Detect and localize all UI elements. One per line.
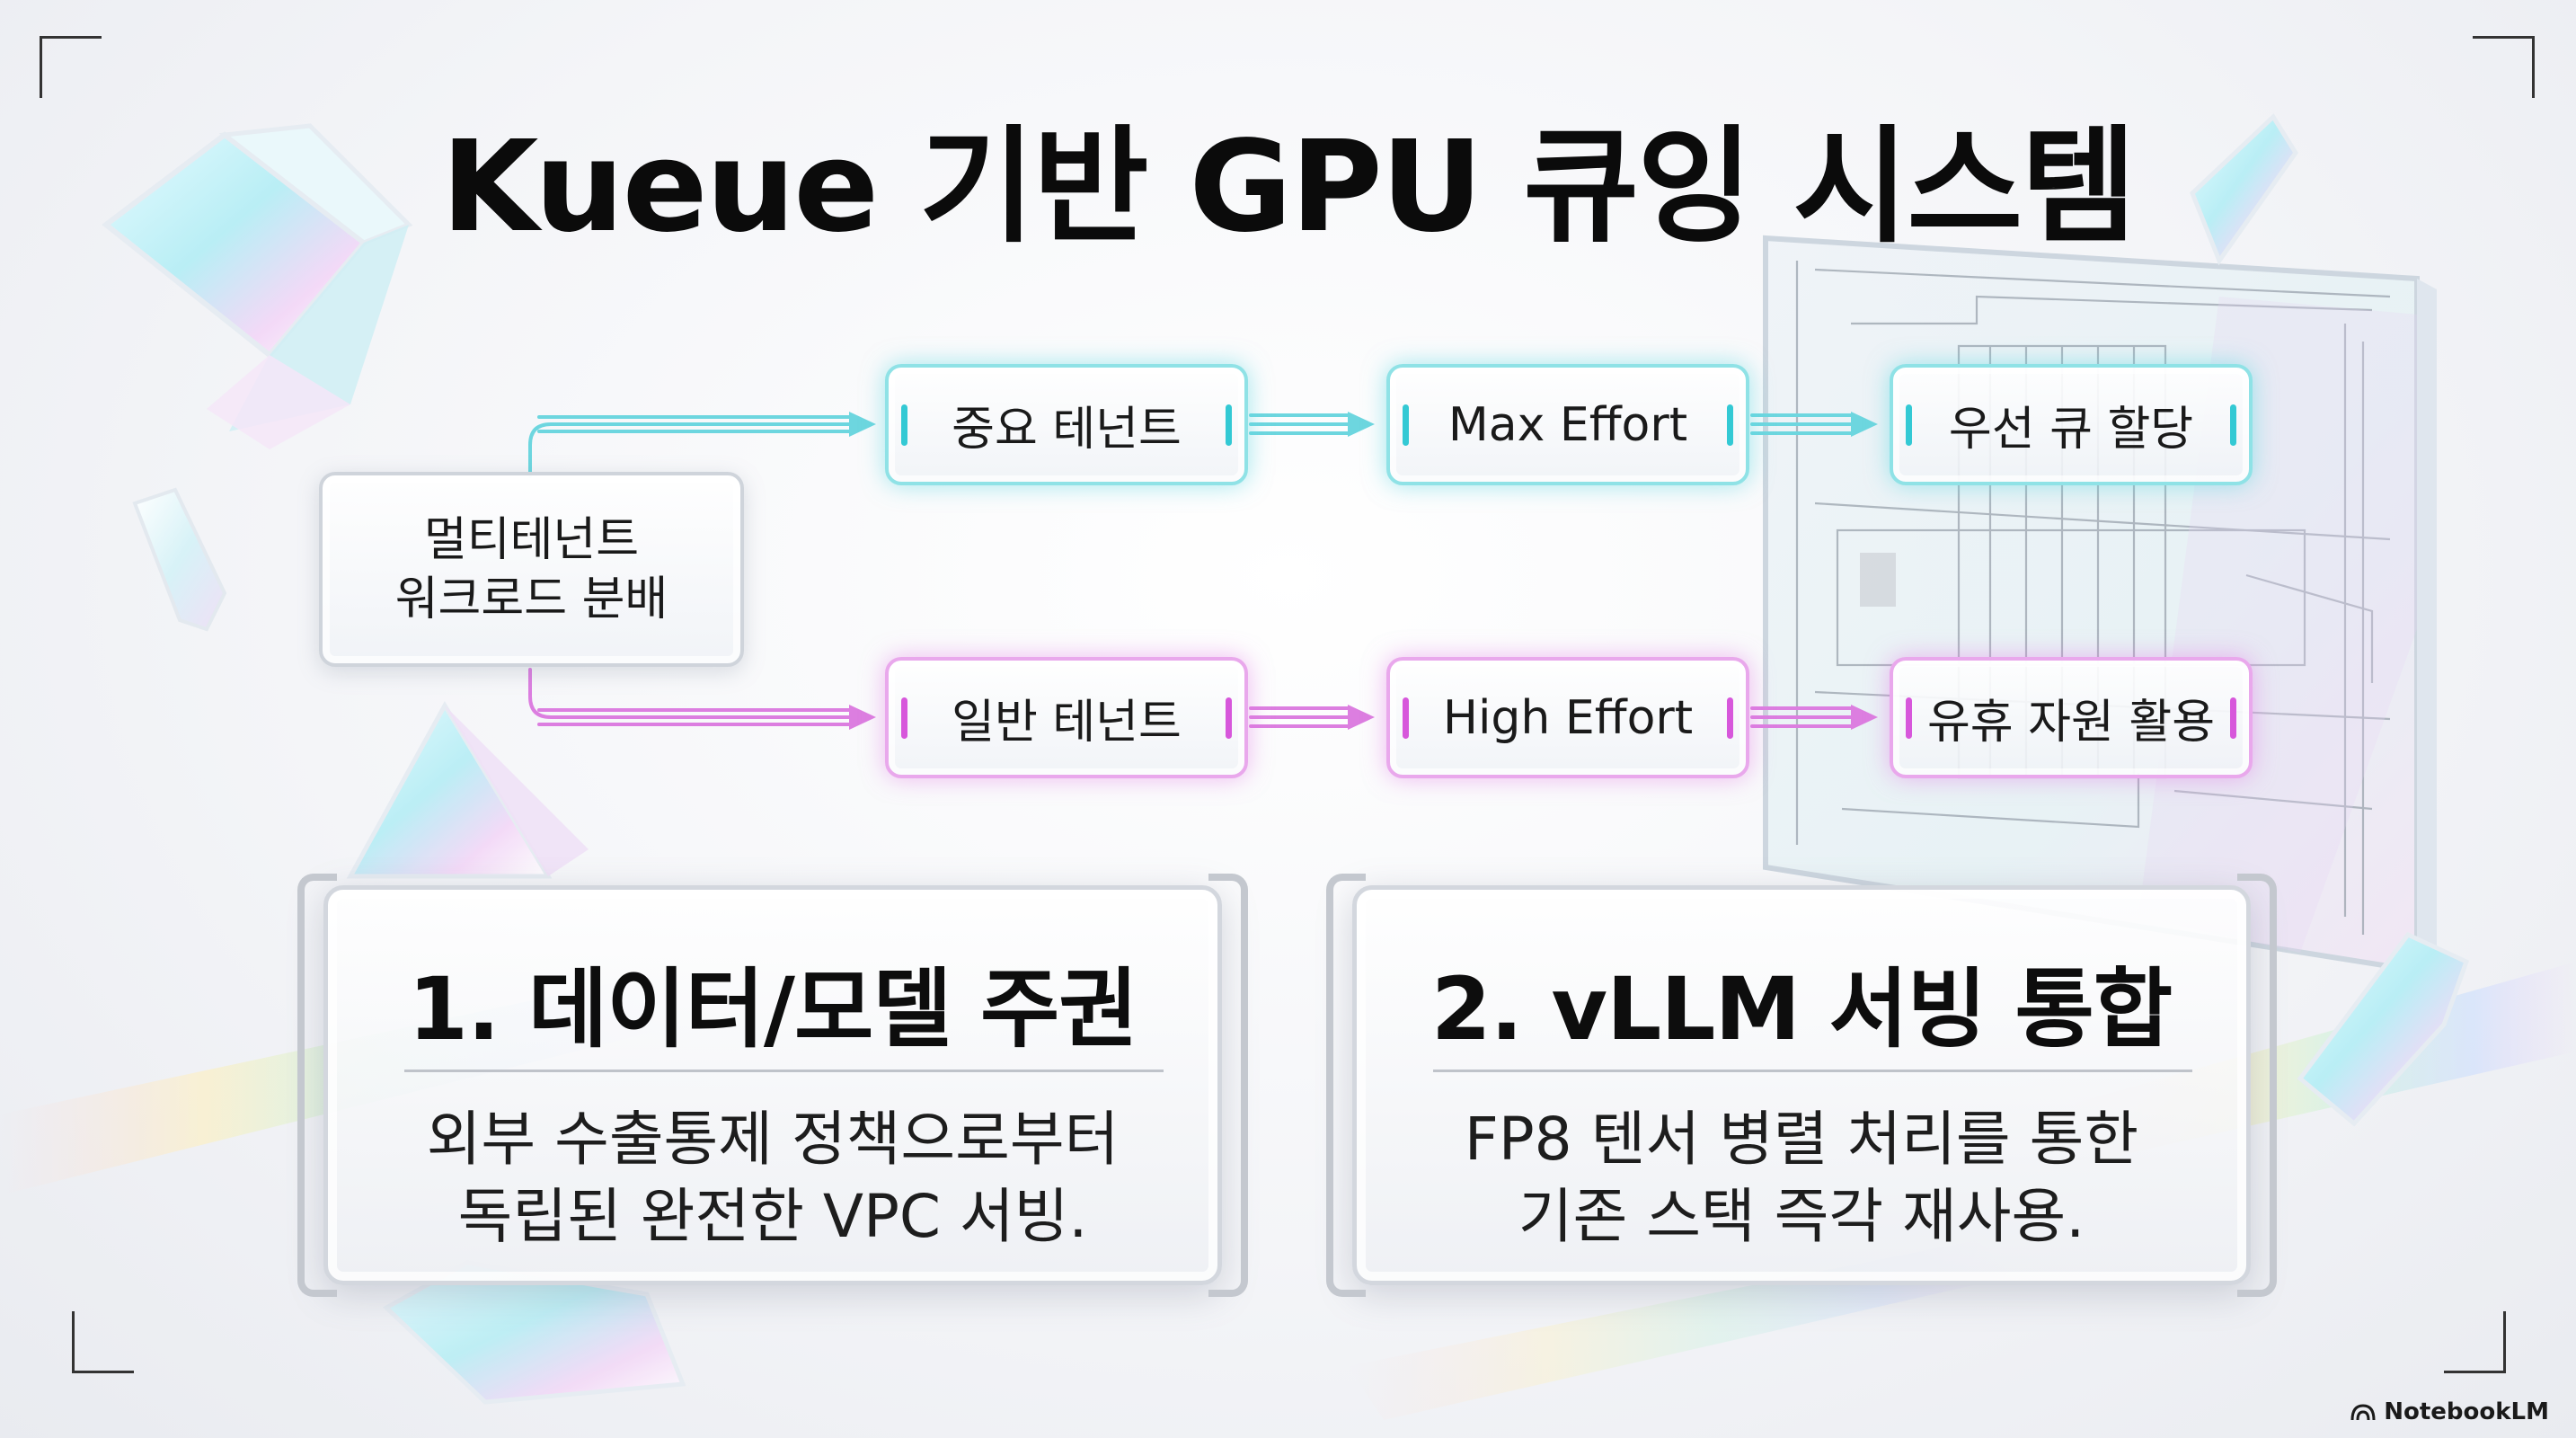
- card-body: 외부 수출통제 정책으로부터 독립된 완전한 VPC 서빙.: [328, 1101, 1217, 1256]
- arrow-top-tenant-to-effort: [1249, 412, 1375, 437]
- card-divider: [1433, 1070, 2192, 1072]
- glass-crystal-icon: [2190, 113, 2299, 266]
- card-body-line-2: 기존 스택 즉각 재사용.: [1518, 1182, 2085, 1251]
- node-idle-resources: 유휴 자원 활용: [1890, 657, 2253, 778]
- card-vllm-integration: 2. vLLM 서빙 통합 FP8 텐서 병렬 처리를 통한 기존 스택 즉각 …: [1326, 874, 2277, 1297]
- card-title: 2. vLLM 서빙 통합: [1430, 959, 2173, 1060]
- brand-label: NotebookLM: [2384, 1398, 2549, 1425]
- node-idle-resources-label: 유휴 자원 활용: [1926, 696, 2216, 750]
- frame-corner-icon: [40, 36, 102, 98]
- frame-corner-icon: [2444, 1311, 2506, 1373]
- node-general-tenant-label: 일반 테넌트: [952, 696, 1182, 750]
- flow-arrows: [528, 412, 1878, 730]
- node-tick-left: [901, 404, 907, 446]
- node-source-line-2: 워크로드 분배: [394, 572, 668, 626]
- frame-corner-icon: [72, 1311, 134, 1373]
- glass-circuit-panel-icon: [1763, 235, 2437, 978]
- arrow-bottom-tenant-to-effort: [1249, 705, 1375, 730]
- glass-crystal-icon: [2297, 931, 2470, 1127]
- node-tick-left: [1403, 404, 1409, 446]
- notebooklm-logo-icon: [2350, 1404, 2376, 1421]
- node-tick-left: [1906, 404, 1912, 446]
- node-max-effort-label: Max Effort: [1447, 397, 1688, 452]
- arrow-bottom-effort-to-result: [1750, 705, 1878, 730]
- card-bracket-left: [297, 874, 337, 1297]
- card-title: 1. 데이터/모델 주권: [408, 959, 1138, 1060]
- glass-cube-icon: [102, 123, 413, 449]
- page-title: Kueue 기반 GPU 큐잉 시스템: [440, 114, 2137, 261]
- node-tick-right: [1226, 697, 1232, 739]
- card-body-line-1: FP8 텐서 병렬 처리를 통한: [1464, 1105, 2139, 1174]
- glass-crystal-icon: [132, 487, 227, 632]
- glass-pyramid-icon: [346, 701, 589, 879]
- node-critical-tenant: 중요 테넌트: [885, 364, 1248, 485]
- card-body-line-1: 외부 수출통제 정책으로부터: [426, 1105, 1120, 1174]
- card-bracket-left: [1326, 874, 1366, 1297]
- node-multitenant-workload: 멀티테넌트 워크로드 분배: [319, 472, 744, 667]
- node-priority-queue: 우선 큐 할당: [1890, 364, 2253, 485]
- arrow-source-to-top: [528, 412, 876, 478]
- card-divider: [404, 1070, 1164, 1072]
- node-source-line-1: 멀티테넌트: [423, 512, 640, 567]
- node-high-effort-label: High Effort: [1442, 690, 1694, 745]
- node-tick-right: [1727, 697, 1733, 739]
- arrow-top-effort-to-result: [1750, 412, 1878, 437]
- card-bracket-right: [2237, 874, 2277, 1297]
- notebooklm-brand: NotebookLM: [2350, 1398, 2549, 1425]
- node-tick-left: [901, 697, 907, 739]
- node-tick-right: [2230, 697, 2236, 739]
- node-tick-right: [1727, 404, 1733, 446]
- node-priority-queue-label: 우선 큐 할당: [1948, 403, 2194, 457]
- node-general-tenant: 일반 테넌트: [885, 657, 1248, 778]
- node-tick-right: [1226, 404, 1232, 446]
- card-body: FP8 텐서 병렬 처리를 통한 기존 스택 즉각 재사용.: [1357, 1101, 2246, 1256]
- card-data-sovereignty: 1. 데이터/모델 주권 외부 수출통제 정책으로부터 독립된 완전한 VPC …: [297, 874, 1248, 1297]
- node-critical-tenant-label: 중요 테넌트: [952, 403, 1182, 457]
- node-high-effort: High Effort: [1386, 657, 1749, 778]
- node-max-effort: Max Effort: [1386, 364, 1749, 485]
- frame-corner-icon: [2473, 36, 2535, 98]
- node-tick-right: [2230, 404, 2236, 446]
- card-bracket-right: [1208, 874, 1248, 1297]
- card-body-line-2: 독립된 완전한 VPC 서빙.: [457, 1182, 1088, 1251]
- node-tick-left: [1403, 697, 1409, 739]
- arrow-source-to-bottom: [528, 668, 876, 730]
- node-tick-left: [1906, 697, 1912, 739]
